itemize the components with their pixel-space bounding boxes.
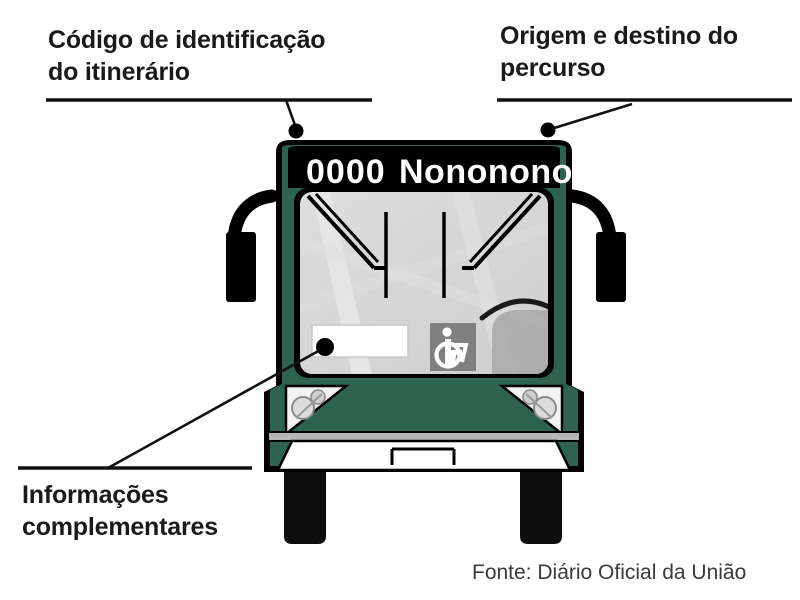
destination-sign-panel: 0000 Nononono bbox=[288, 146, 573, 191]
callout-itinerary-code bbox=[46, 98, 372, 139]
windshield bbox=[294, 188, 554, 378]
wheelchair-icon bbox=[430, 323, 476, 371]
callout-label-origin-destination: Origem e destino do percurso bbox=[500, 22, 738, 82]
mirror-right bbox=[565, 189, 626, 302]
bus-front-fascia bbox=[267, 384, 581, 472]
callout-label-itinerary-code: Código de identificação do itinerário bbox=[48, 26, 326, 86]
callout-dot-extra-info bbox=[316, 338, 334, 356]
callout-dot-origin-destination bbox=[540, 122, 556, 138]
tires bbox=[284, 470, 562, 544]
callout-leader-origin-destination bbox=[550, 102, 633, 131]
callout-leader-itinerary-code bbox=[284, 99, 298, 129]
destination-sign-route-code: 0000 bbox=[306, 153, 386, 191]
destination-sign-route-name: Nononono bbox=[399, 153, 573, 191]
callout-extra-info bbox=[18, 338, 334, 470]
callout-label-extra-info: Informações complementares bbox=[22, 481, 218, 541]
callout-leader-extra-info bbox=[107, 347, 323, 470]
headlight-left bbox=[284, 384, 350, 437]
headlight-right bbox=[498, 384, 564, 437]
callout-origin-destination bbox=[497, 98, 792, 138]
source-credit: Fonte: Diário Oficial da União bbox=[472, 561, 747, 584]
callout-dot-itinerary-code bbox=[288, 123, 304, 139]
mirror-left bbox=[226, 189, 279, 302]
